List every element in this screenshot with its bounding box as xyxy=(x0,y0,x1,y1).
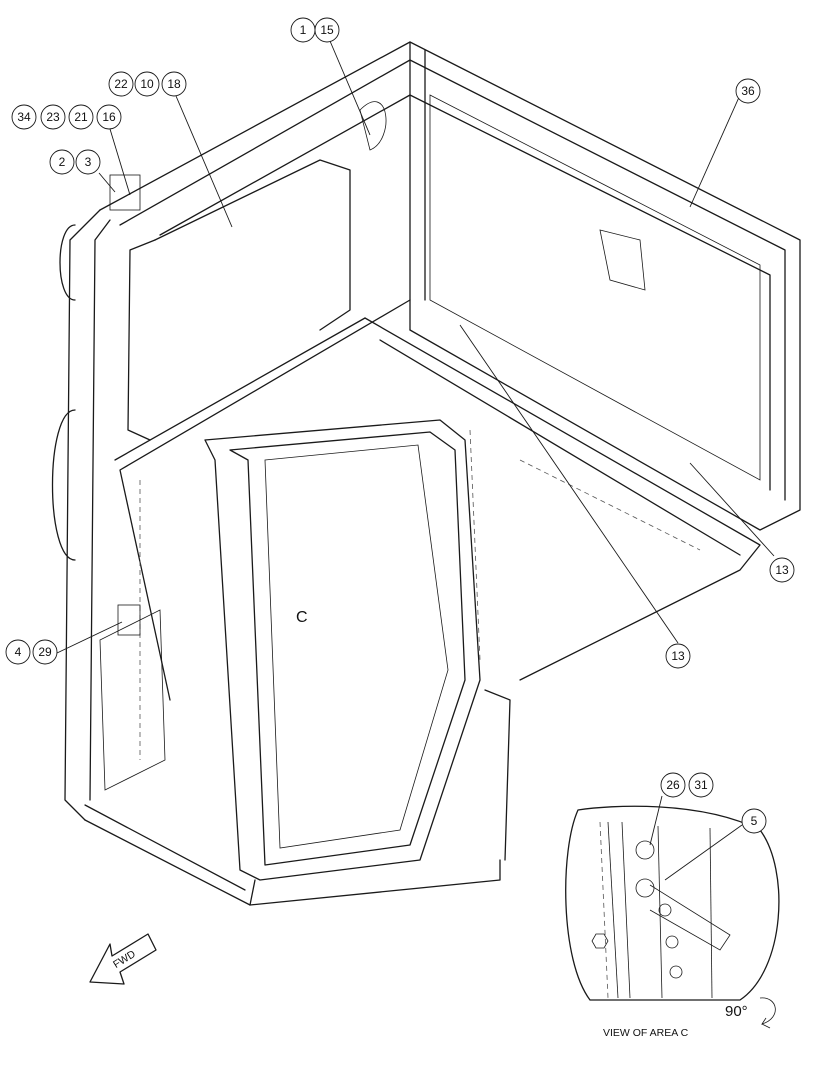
detail-view-area-c xyxy=(565,805,780,1001)
area-c-label: C xyxy=(296,609,308,626)
callout-18-label: 18 xyxy=(167,77,181,91)
callout-3-label: 3 xyxy=(85,155,92,169)
callout-13-lower: 13 xyxy=(665,643,691,669)
callout-34-label: 34 xyxy=(17,110,31,124)
view-caption: VIEW OF AREA C xyxy=(603,1027,689,1039)
cab-frame-drawing xyxy=(51,41,801,906)
callout-26: 26 xyxy=(660,772,686,798)
callout-29: 29 xyxy=(32,639,58,665)
callout-13-right: 13 xyxy=(769,557,795,583)
callout-13-right-label: 13 xyxy=(775,563,789,577)
callout-31: 31 xyxy=(688,772,714,798)
fwd-label: FWD xyxy=(111,948,138,971)
callout-3: 3 xyxy=(75,149,101,175)
fwd-arrow: FWD xyxy=(89,933,157,985)
callout-36: 36 xyxy=(735,78,761,104)
callout-4: 4 xyxy=(5,639,31,665)
callout-21: 21 xyxy=(68,104,94,130)
callout-23: 23 xyxy=(40,104,66,130)
callout-1-label: 1 xyxy=(300,23,307,37)
rotation-arrow-icon xyxy=(759,997,776,1029)
callout-22: 22 xyxy=(108,71,134,97)
callout-23-label: 23 xyxy=(46,110,60,124)
callout-1: 1 xyxy=(290,17,316,43)
callout-2: 2 xyxy=(49,149,75,175)
callout-29-label: 29 xyxy=(38,645,52,659)
callout-18: 18 xyxy=(161,71,187,97)
callout-34: 34 xyxy=(11,104,37,130)
callout-4-label: 4 xyxy=(15,645,22,659)
callout-5: 5 xyxy=(741,808,767,834)
callout-13-lower-label: 13 xyxy=(671,649,685,663)
callout-10-label: 10 xyxy=(140,77,154,91)
callout-26-label: 26 xyxy=(666,778,680,792)
callout-22-label: 22 xyxy=(114,77,128,91)
callout-15-label: 15 xyxy=(320,23,334,37)
rotation-label: 90° xyxy=(725,1003,748,1020)
leader-lines xyxy=(56,40,775,881)
rotation-indicator: 90° xyxy=(725,997,776,1029)
callout-2-label: 2 xyxy=(59,155,66,169)
callout-36-label: 36 xyxy=(741,84,755,98)
callout-10: 10 xyxy=(134,71,160,97)
callout-15: 15 xyxy=(314,17,340,43)
callout-16-label: 16 xyxy=(102,110,116,124)
callout-21-label: 21 xyxy=(74,110,88,124)
callout-31-label: 31 xyxy=(694,778,708,792)
callout-16: 16 xyxy=(96,104,122,130)
callout-5-label: 5 xyxy=(751,814,758,828)
